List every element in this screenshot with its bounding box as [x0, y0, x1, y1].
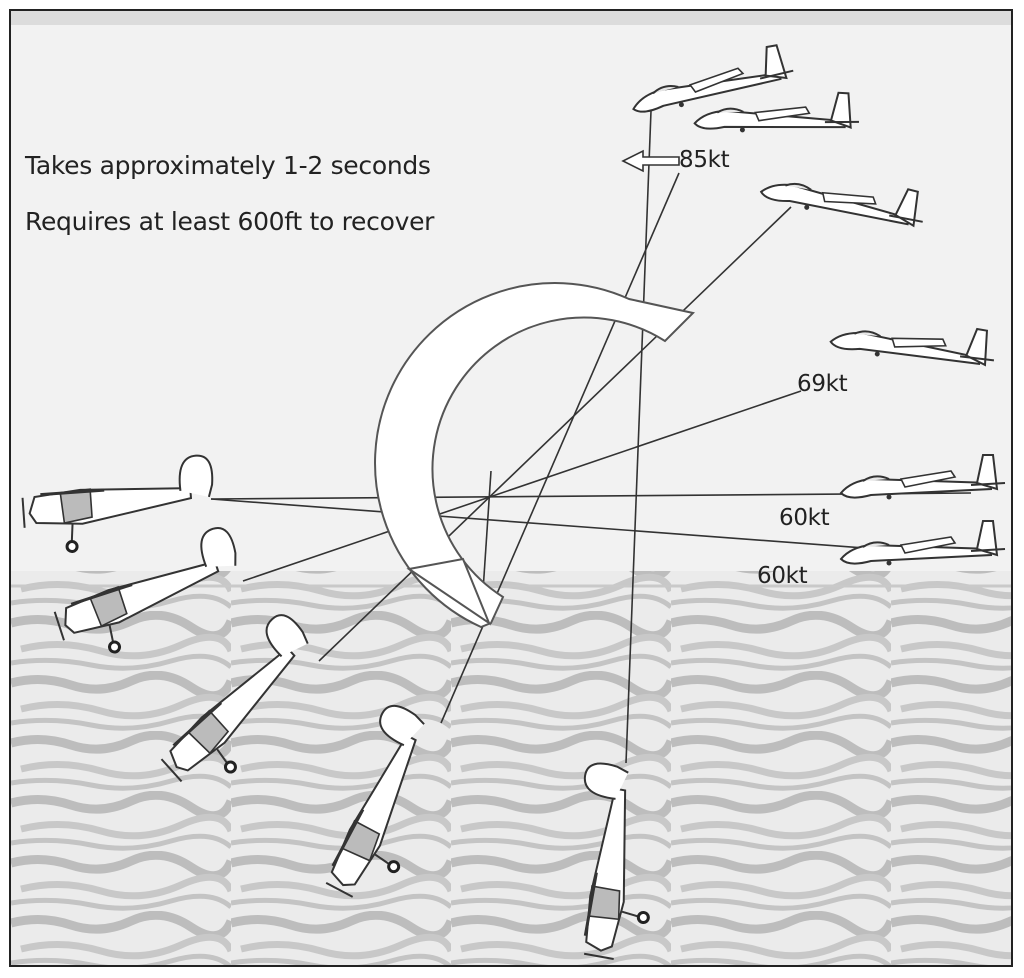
tow-upset-diagram: Takes approximately 1-2 seconds Requires…: [9, 9, 1013, 967]
speed-label-69: 69kt: [797, 371, 848, 397]
rotation-arrow: [374, 282, 696, 629]
glider-top-3: [758, 153, 931, 239]
speed-label-60-upper: 60kt: [779, 505, 830, 531]
speed-label-60-lower: 60kt: [757, 563, 808, 589]
glider-mid-2: [840, 454, 1006, 501]
tow-ropes: [210, 110, 972, 764]
glider-top-1: [625, 42, 798, 117]
top-band: [11, 11, 1011, 25]
direction-arrow-left: [621, 149, 680, 173]
diagram-canvas: [11, 42, 1011, 965]
glider-mid-1: [828, 303, 1000, 378]
towplane-1: [18, 453, 219, 557]
duration-note: Takes approximately 1-2 seconds: [25, 151, 431, 180]
speed-label-85: 85kt: [679, 147, 730, 173]
ground-terrain: [11, 571, 1011, 965]
altitude-note: Requires at least 600ft to recover: [25, 207, 435, 236]
glider-mid-3: [840, 520, 1006, 567]
